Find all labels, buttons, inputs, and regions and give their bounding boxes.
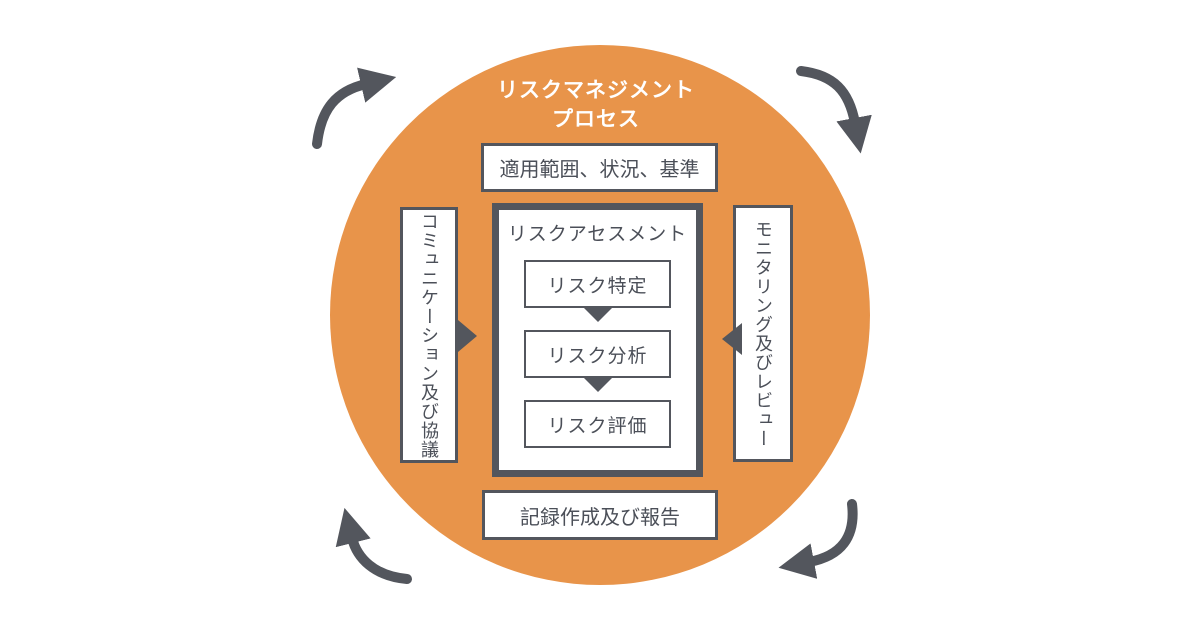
arrow-down-icon (583, 378, 612, 392)
communication-consultation-box: コミュニケーション及び協議 (400, 207, 458, 463)
risk-analysis-box: リスク分析 (524, 330, 671, 378)
arrow-down-icon (583, 308, 612, 322)
risk-evaluation-box: リスク評価 (524, 400, 671, 448)
arrow-left-icon (722, 323, 742, 355)
recording-reporting-box: 記録作成及び報告 (482, 490, 718, 540)
risk-assessment-title: リスクアセスメント (507, 224, 688, 245)
scope-context-criteria-box: 適用範囲、状況、基準 (481, 143, 718, 192)
communication-consultation-label: コミュニケーション及び協議 (419, 211, 439, 459)
cycle-arrow-top-left-icon (312, 67, 397, 149)
arrow-right-icon (458, 320, 477, 352)
cycle-arrow-bottom-right-icon (778, 499, 858, 579)
diagram-title-line2: プロセス (552, 108, 640, 131)
cycle-arrow-bottom-left-icon (335, 507, 412, 584)
diagram-title: リスクマネジメント プロセス (446, 76, 746, 134)
monitoring-review-box: モニタリング及びレビュー (733, 205, 793, 462)
risk-assessment-box: リスクアセスメント リスク特定 リスク分析 リスク評価 (492, 203, 703, 477)
cycle-arrow-top-right-icon (796, 66, 872, 154)
scope-context-criteria-label: 適用範囲、状況、基準 (499, 159, 700, 181)
diagram-title-line1: リスクマネジメント (497, 79, 695, 102)
recording-reporting-label: 記録作成及び報告 (520, 506, 680, 529)
risk-identification-box: リスク特定 (524, 260, 671, 308)
monitoring-review-label: モニタリング及びレビュー (753, 219, 773, 448)
